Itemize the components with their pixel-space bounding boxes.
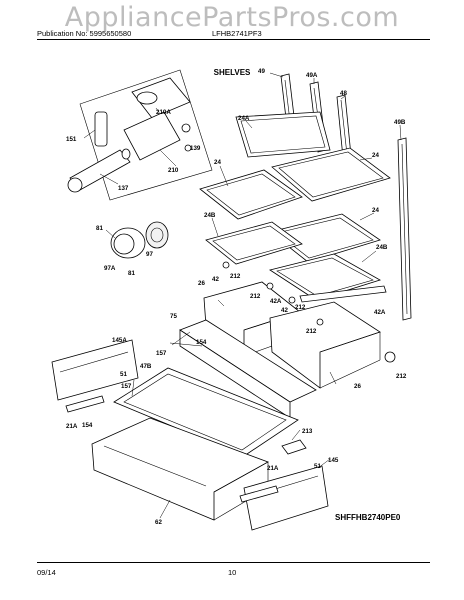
- callout-145a: 145A: [112, 337, 127, 344]
- callout-157-2: 157: [121, 383, 132, 390]
- callout-26-1: 26: [198, 280, 205, 287]
- fan-motor-97a[interactable]: [110, 227, 146, 259]
- callout-24b-1: 24B: [204, 212, 216, 219]
- callout-212-1: 212: [230, 273, 241, 280]
- shelf-24b-right[interactable]: [269, 253, 382, 301]
- callout-139: 139: [190, 145, 201, 152]
- callout-24b-2: 24B: [376, 244, 388, 251]
- callout-137: 137: [118, 185, 129, 192]
- callout-154-1: 154: [196, 339, 207, 346]
- filter-cover-151[interactable]: [94, 111, 108, 147]
- screw-212-a[interactable]: [222, 261, 230, 269]
- rail-49b[interactable]: [397, 137, 412, 321]
- callout-labels: 49 49A 48 49B 24A 24 24 24 24B 24B 151 2…: [66, 68, 407, 526]
- callout-42-2: 42: [281, 307, 288, 314]
- callout-97: 97: [146, 251, 153, 258]
- water-filter-137[interactable]: [67, 148, 131, 193]
- callout-48: 48: [340, 90, 347, 97]
- shelf-24-lower-right[interactable]: [269, 213, 381, 263]
- callout-157-1: 157: [156, 350, 167, 357]
- callout-51-2: 51: [314, 463, 321, 470]
- callout-49b: 49B: [394, 119, 406, 126]
- callout-42a-2: 42A: [374, 309, 386, 316]
- callout-42-1: 42: [212, 276, 219, 283]
- shelf-24a[interactable]: [235, 111, 331, 158]
- callout-51-1: 51: [120, 371, 127, 378]
- screw-212-e[interactable]: [384, 351, 396, 363]
- callout-213: 213: [302, 428, 313, 435]
- crisper-drawer-right[interactable]: [269, 301, 381, 389]
- callout-81-1: 81: [96, 225, 103, 232]
- callout-49a: 49A: [306, 72, 318, 79]
- section-title: SHELVES: [213, 68, 251, 77]
- callout-47b: 47B: [140, 363, 152, 370]
- callout-21a-2: 21A: [267, 465, 279, 472]
- screw-212-b[interactable]: [266, 282, 274, 290]
- handle-21a-left[interactable]: [65, 395, 105, 413]
- diagram-code: SHFFHB2740PE0: [335, 513, 401, 522]
- handle-21a-right[interactable]: [239, 485, 279, 503]
- callout-154-2: 154: [82, 422, 93, 429]
- deli-drawer-62[interactable]: [91, 417, 269, 521]
- callout-210a: 210A: [156, 109, 171, 116]
- callout-212-3: 212: [295, 304, 306, 311]
- callout-212-2: 212: [250, 293, 261, 300]
- footer-date: 09/14: [37, 568, 56, 577]
- filter-head-210[interactable]: [123, 111, 192, 161]
- callout-24-3: 24: [372, 207, 379, 214]
- footer-rule: [37, 562, 430, 563]
- model-number: LFHB2741PF3: [212, 29, 262, 38]
- callout-212-5: 212: [396, 373, 407, 380]
- callout-151: 151: [66, 136, 77, 143]
- watermark: AppliancePartsPros.com: [64, 2, 400, 33]
- callout-97a: 97A: [104, 265, 116, 272]
- fan-blade-97[interactable]: [145, 221, 169, 249]
- callout-42a-1: 42A: [270, 298, 282, 305]
- shelf-24-upper-left[interactable]: [199, 169, 303, 220]
- drawer-rail-42a[interactable]: [299, 285, 387, 303]
- callout-21a-1: 21A: [66, 423, 78, 430]
- filter-housing-210a[interactable]: [131, 77, 191, 119]
- callout-24-2: 24: [214, 159, 221, 166]
- callout-62: 62: [155, 519, 162, 526]
- shelf-24-upper-right[interactable]: [271, 147, 391, 202]
- footer-page-number: 10: [228, 568, 237, 577]
- screw-212-c[interactable]: [288, 296, 296, 304]
- callout-212-4: 212: [306, 328, 317, 335]
- shelf-24b-left[interactable]: [205, 221, 303, 265]
- callout-26-2: 26: [354, 383, 361, 390]
- callout-210: 210: [168, 167, 179, 174]
- callout-145: 145: [328, 457, 339, 464]
- publication-number: Publication No: 5995650580: [37, 29, 132, 38]
- callout-75: 75: [170, 313, 177, 320]
- screw-212-d[interactable]: [316, 318, 324, 326]
- leader-lines: [83, 72, 402, 519]
- callout-24a: 24A: [238, 115, 250, 122]
- header-rule: [37, 39, 430, 40]
- callout-24-1: 24: [372, 152, 379, 159]
- control-panel-145a[interactable]: [51, 339, 139, 401]
- callout-49: 49: [258, 68, 265, 75]
- callout-81-2: 81: [128, 270, 135, 277]
- bracket-213[interactable]: [281, 439, 307, 455]
